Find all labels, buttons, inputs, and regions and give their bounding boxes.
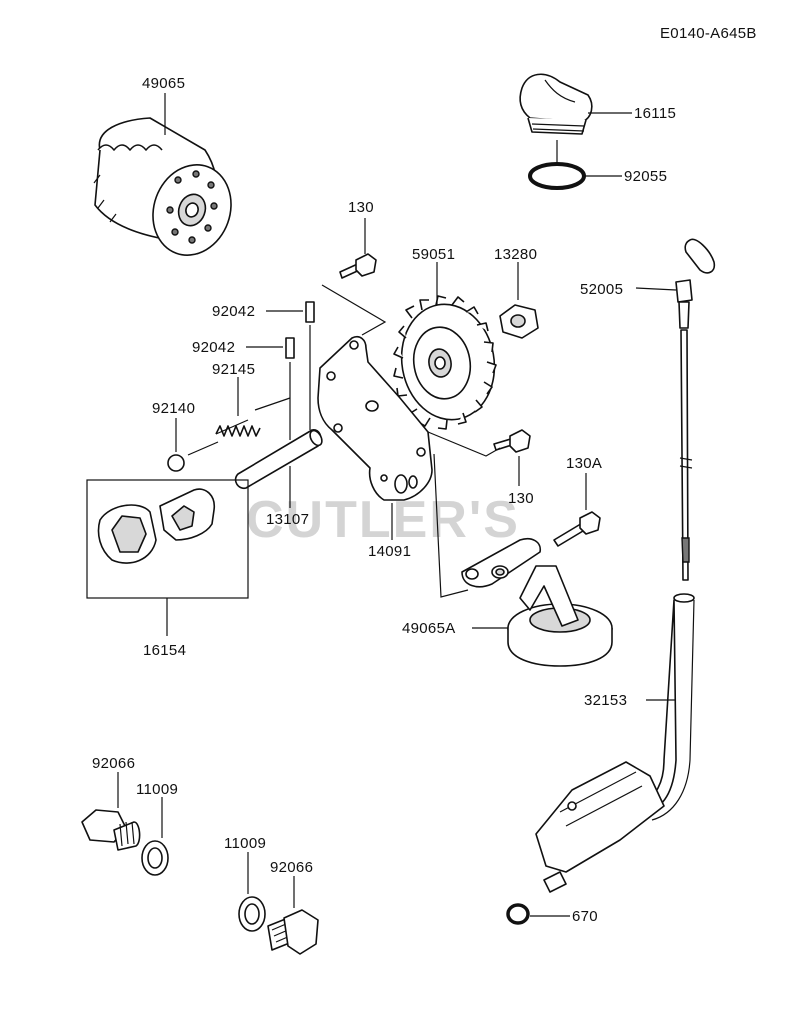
- label-oil-filter: 49065: [142, 75, 185, 92]
- watermark: CUTLER'S: [246, 491, 520, 549]
- label-dipstick: 52005: [580, 281, 623, 298]
- label-gear: 59051: [412, 246, 455, 263]
- label-plug-bottom: 92066: [270, 859, 313, 876]
- diagram-code: E0140-A645B: [660, 25, 757, 42]
- gear-part[interactable]: [393, 295, 504, 430]
- label-shaft: 13107: [266, 511, 309, 528]
- washer-bottom-part[interactable]: [238, 896, 266, 932]
- ball-part[interactable]: [167, 454, 185, 472]
- rotor-set-part[interactable]: [97, 488, 216, 564]
- dipstick-tube-part[interactable]: [535, 593, 695, 893]
- pin-lower-part[interactable]: [285, 337, 295, 359]
- oil-filter-part[interactable]: [93, 117, 243, 266]
- label-ball: 92140: [152, 400, 195, 417]
- nut-part[interactable]: [499, 304, 539, 339]
- label-cap-o-ring: 92055: [624, 168, 667, 185]
- plate-part[interactable]: [317, 335, 433, 501]
- bolt-right-part[interactable]: [493, 429, 531, 453]
- label-oil-filler-cap: 16115: [634, 105, 676, 122]
- tube-o-ring-part[interactable]: [506, 903, 530, 925]
- oil-filler-cap-part[interactable]: [519, 73, 593, 135]
- label-bolt-right: 130: [508, 490, 534, 507]
- label-dipstick-tube: 32153: [584, 692, 627, 709]
- shaft-part[interactable]: [234, 429, 325, 490]
- label-oil-strainer: 49065A: [402, 620, 456, 637]
- bolt-130a-part[interactable]: [553, 511, 601, 547]
- label-bolt-top: 130: [348, 199, 374, 216]
- spring-part[interactable]: [215, 419, 261, 437]
- label-pin-upper: 92042: [212, 303, 255, 320]
- label-spring: 92145: [212, 361, 255, 378]
- label-pin-lower: 92042: [192, 339, 235, 356]
- label-bolt-130a: 130A: [566, 455, 602, 472]
- plug-bottom-part[interactable]: [267, 909, 319, 955]
- pin-upper-part[interactable]: [305, 301, 315, 323]
- washer-left-part[interactable]: [141, 840, 169, 876]
- label-nut: 13280: [494, 246, 537, 263]
- label-washer-left: 11009: [136, 781, 178, 798]
- dipstick-part[interactable]: [675, 238, 716, 581]
- label-plug-left: 92066: [92, 755, 135, 772]
- label-rotor-set: 16154: [143, 642, 186, 659]
- label-washer-bottom: 11009: [224, 835, 266, 852]
- oil-strainer-part[interactable]: [461, 537, 613, 667]
- label-tube-o-ring: 670: [572, 908, 598, 925]
- plug-left-part[interactable]: [81, 809, 141, 851]
- label-plate: 14091: [368, 543, 411, 560]
- cap-o-ring-part[interactable]: [528, 162, 586, 190]
- bolt-top-part[interactable]: [339, 253, 377, 279]
